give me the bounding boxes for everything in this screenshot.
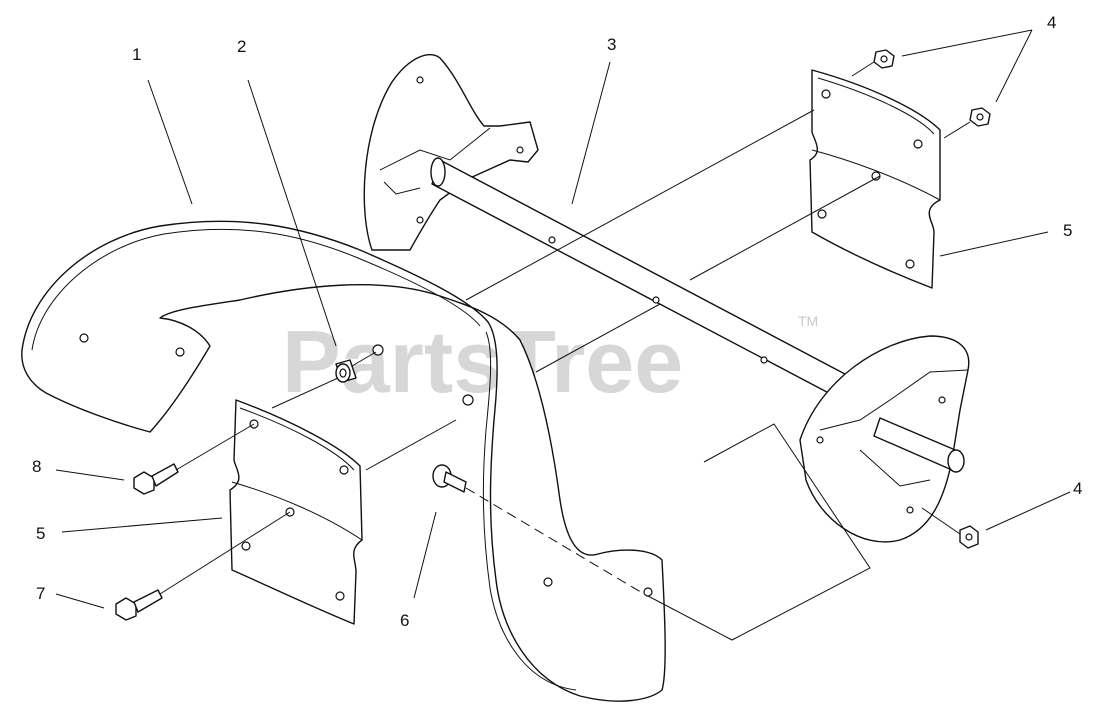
callout-1: 1 — [132, 45, 141, 64]
watermark-trademark: TM — [798, 313, 818, 329]
callout-2: 2 — [237, 37, 246, 56]
watermark-text: PartsTree — [282, 312, 683, 411]
assembly-lines — [159, 61, 971, 641]
callout-5-left: 5 — [36, 524, 45, 543]
part-7-bolt — [115, 589, 163, 621]
shaft-flight-left — [363, 54, 539, 251]
part-2-bushing — [335, 359, 357, 383]
part-1-auger-flight — [21, 220, 666, 702]
part-4-nut-b — [969, 107, 991, 127]
leader-lines — [55, 29, 1071, 609]
part-8-bolt — [133, 463, 179, 495]
callout-4-bottom: 4 — [1073, 479, 1082, 498]
callout-3: 3 — [607, 35, 616, 54]
callout-8: 8 — [32, 457, 41, 476]
part-4-nut-c — [959, 525, 979, 549]
part-5-plate-lower — [229, 399, 363, 625]
part-3-shaft — [363, 54, 970, 543]
part-4-nut-a — [873, 49, 895, 69]
callout-7: 7 — [36, 584, 45, 603]
part-6-stud — [432, 464, 467, 493]
callout-5-right: 5 — [1063, 221, 1072, 240]
callout-4-top: 4 — [1047, 13, 1056, 32]
callout-6: 6 — [400, 611, 409, 630]
